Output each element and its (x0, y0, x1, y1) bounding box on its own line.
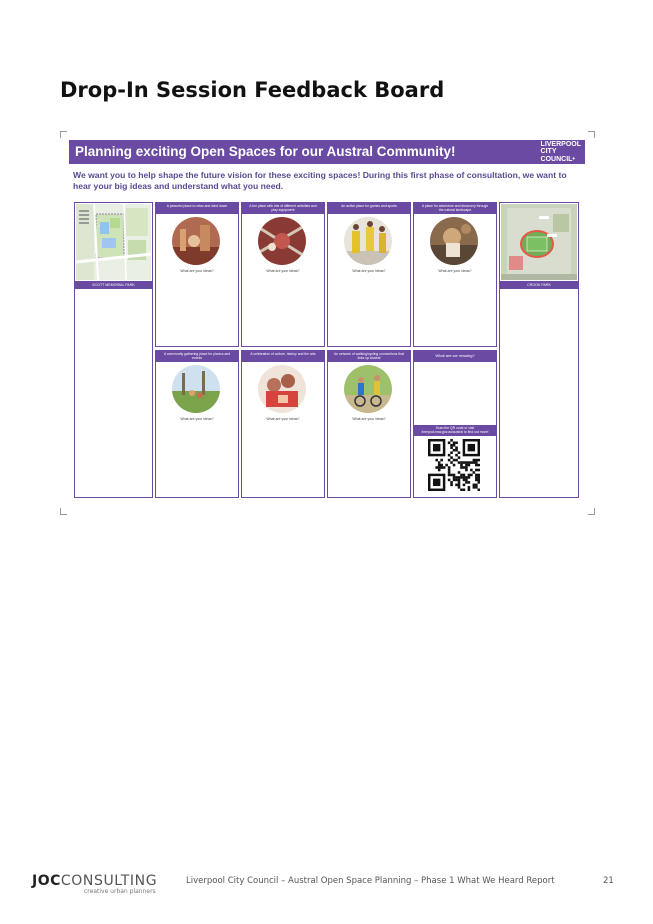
sports-photo (344, 217, 392, 265)
logo-line: LIVERPOOL (540, 141, 581, 148)
prompt-heading: An active place for games and sports (328, 203, 410, 214)
crop-mark-bottom-left (60, 508, 67, 515)
qr-caption: Scan the QR code or visit liverpool.nsw.… (414, 425, 496, 436)
cycling-photo (344, 365, 392, 413)
banner-title: Planning exciting Open Spaces for our Au… (75, 144, 456, 159)
crop-mark-top-right (588, 131, 595, 138)
play-equipment-photo (258, 217, 306, 265)
culture-photo (258, 365, 306, 413)
prompt-question: What are your ideas? (352, 269, 386, 273)
prompt-heading: A place for adventure and discovery thro… (414, 203, 496, 214)
prompt-question: What are your ideas? (180, 417, 214, 421)
prompt-heading: A celebration of culture, history and th… (242, 351, 324, 362)
park-map-image (76, 204, 151, 280)
prompt-card[interactable]: A place for adventure and discovery thro… (413, 202, 497, 347)
footer-report-title: Liverpool City Council – Austral Open Sp… (186, 876, 555, 886)
board-banner: Planning exciting Open Spaces for our Au… (69, 140, 585, 164)
crop-mark-bottom-right (588, 508, 595, 515)
map-label-left: SCOTT MEMORIAL PARK (75, 281, 152, 289)
prompt-card[interactable]: An active place for games and sports Wha… (327, 202, 411, 347)
missing-card[interactable]: What are we missing? Scan the QR code or… (413, 350, 497, 498)
prompt-card[interactable]: A fun place with lots of different activ… (241, 202, 325, 347)
brand-light: CONSULTING (60, 873, 158, 889)
nature-photo (430, 217, 478, 265)
crop-mark-top-left (60, 131, 67, 138)
feedback-board: Planning exciting Open Spaces for our Au… (69, 140, 585, 502)
logo-line: COUNCIL• (540, 155, 575, 163)
park-map-image (501, 204, 577, 280)
prompt-question: What are your ideas? (266, 269, 300, 273)
map-panel-right: CROOK PARK (499, 202, 579, 498)
page-title: Drop-In Session Feedback Board (60, 78, 445, 102)
brand-bold: JOC (32, 873, 61, 889)
prompt-heading: A fun place with lots of different activ… (242, 203, 324, 214)
footer-logo: JOCCONSULTING creative urban planners (32, 872, 158, 895)
relax-photo (172, 217, 220, 265)
prompt-question: What are your ideas? (266, 417, 300, 421)
prompt-question: What are your ideas? (352, 417, 386, 421)
picnic-photo (172, 365, 220, 413)
page-number: 21 (603, 876, 614, 886)
missing-heading: What are we missing? (414, 351, 496, 362)
prompt-heading: A peaceful place to relax and wind down (156, 203, 238, 214)
prompt-question: What are your ideas? (438, 269, 472, 273)
qr-code[interactable] (428, 439, 481, 492)
prompt-card[interactable]: A celebration of culture, history and th… (241, 350, 325, 498)
council-logo: LIVERPOOL CITY COUNCIL• (541, 141, 581, 163)
prompt-heading: A community gathering place for picnics … (156, 351, 238, 362)
prompt-card[interactable]: A peaceful place to relax and wind down … (155, 202, 239, 347)
logo-line: CITY (540, 148, 557, 156)
prompt-question: What are your ideas? (180, 269, 214, 273)
board-intro: We want you to help shape the future vis… (73, 170, 567, 191)
brand-tagline: creative urban planners (84, 888, 156, 895)
prompt-heading: An network of walking/cycling connection… (328, 351, 410, 362)
prompt-card[interactable]: An network of walking/cycling connection… (327, 350, 411, 498)
map-label-right: CROOK PARK (500, 281, 578, 289)
prompt-card[interactable]: A community gathering place for picnics … (155, 350, 239, 498)
map-panel-left: SCOTT MEMORIAL PARK (74, 202, 153, 498)
